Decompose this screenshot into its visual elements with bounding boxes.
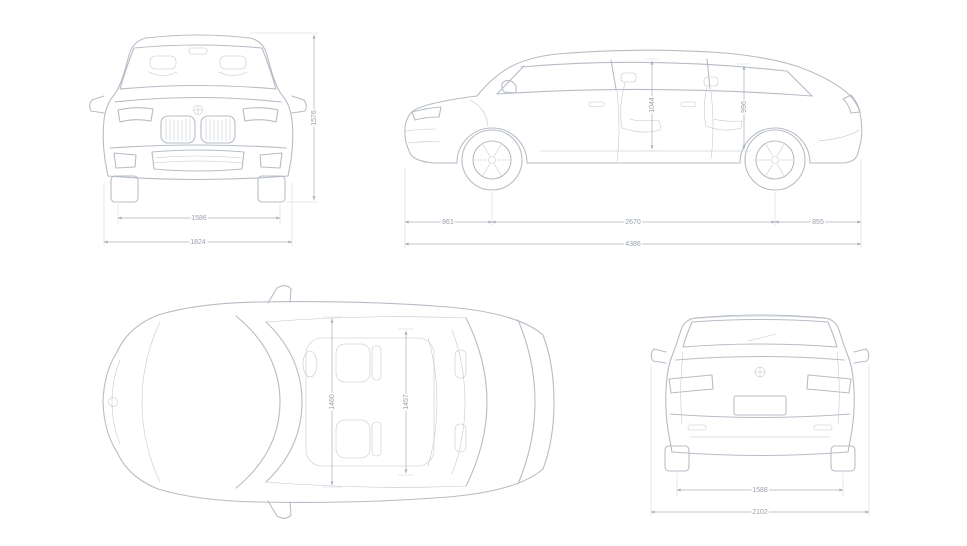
corner-vents <box>113 152 283 169</box>
rear-window-top <box>465 317 488 487</box>
seat-rear <box>703 86 743 131</box>
rear-extension-lines <box>650 364 870 516</box>
side-taillight <box>842 94 861 114</box>
rear-shoulder-line <box>675 355 845 361</box>
front-car-outline <box>102 34 294 181</box>
rear-overhang-dim-label: 855 <box>812 219 824 226</box>
front-windshield <box>119 44 277 90</box>
rear-track-dim-label: 1588 <box>752 487 768 494</box>
license-plate <box>733 395 787 416</box>
intake-slats <box>153 155 243 164</box>
a-pillar <box>496 65 525 95</box>
side-car-outline <box>404 49 863 164</box>
seat-front <box>620 82 661 133</box>
bmw-roundel-cross <box>193 105 203 115</box>
front-seat-top-right <box>335 419 371 459</box>
front-mirrors <box>89 95 307 114</box>
height-dim-label: 1576 <box>311 110 318 126</box>
side-extension-lines <box>404 158 862 248</box>
front-track-dim-label: 1586 <box>191 215 207 222</box>
rear-bumper-crease <box>817 129 860 142</box>
steering-wheel-top <box>302 350 318 378</box>
d-pillar <box>786 70 813 97</box>
side-front-wheel <box>461 129 523 191</box>
rear-wheel-left <box>664 445 690 472</box>
side-headlight <box>411 106 442 121</box>
front-seatback-left <box>371 345 382 381</box>
rearview-mirror <box>188 47 208 55</box>
front-seatback-right <box>371 421 382 457</box>
rear-headroom-dim-label: 996 <box>741 101 748 113</box>
grille-slats <box>165 118 231 142</box>
taillights <box>668 374 852 394</box>
kidney-grille-left <box>160 115 196 144</box>
glass-top-line <box>520 61 787 72</box>
wheelbase-dim-label: 2670 <box>625 219 641 226</box>
reflector-left <box>687 424 707 431</box>
rear-window <box>682 318 838 348</box>
rear-wheel-right <box>830 445 856 472</box>
front-seat-top-left <box>335 343 371 383</box>
rear-bumper-line <box>669 413 851 419</box>
front-seat-lines <box>148 71 248 76</box>
roof-spoiler-line <box>688 315 832 320</box>
roof-side-lines <box>265 316 467 488</box>
length-dim-label: 4386 <box>625 241 641 248</box>
door-handle-rear <box>680 101 697 107</box>
seat-headrest-rear <box>703 76 719 87</box>
windshield-top <box>235 315 281 489</box>
top-view: 1460 1457 <box>102 285 555 519</box>
front-wheel-right <box>257 175 286 203</box>
headroom-ticks <box>645 58 751 152</box>
rear-interior-width-dim-label: 1457 <box>403 394 410 410</box>
rear-car-outline <box>665 314 855 457</box>
front-fascia-curve <box>111 359 121 445</box>
rear-headrest-top-left <box>454 349 467 379</box>
roof-front-edge <box>265 321 303 483</box>
rear-bench-lines <box>427 329 466 475</box>
panoramic-roof <box>305 337 435 467</box>
bmw-roundel-rear-cross <box>754 366 766 378</box>
hatch-side-lines <box>680 351 840 425</box>
top-mirror-lower <box>267 500 292 519</box>
tailgate-edge <box>517 319 536 485</box>
front-width-dim-label: 1824 <box>190 239 206 246</box>
c-pillar <box>706 58 711 90</box>
rear-mirrors <box>650 348 870 364</box>
dashboard-line <box>469 99 489 127</box>
side-mirror <box>501 80 517 94</box>
reflector-right <box>813 424 833 431</box>
front-headrest-right <box>219 55 247 70</box>
front-view: 1586 1824 1576 <box>89 32 320 248</box>
front-overhang-dim-label: 861 <box>442 219 454 226</box>
rear-wiper <box>747 333 777 342</box>
top-mirror-upper <box>267 285 292 304</box>
top-dim-ticks <box>322 316 414 488</box>
door-cut-lines <box>616 90 714 162</box>
front-headrest-left <box>149 55 177 70</box>
headlights <box>117 107 279 123</box>
hood-crease <box>114 96 282 103</box>
beltline <box>496 88 813 97</box>
b-pillar <box>610 59 617 90</box>
front-headroom-dim-label: 1044 <box>649 97 656 113</box>
bmw-roundel-top-icon <box>108 397 118 407</box>
rear-view: 1588 2102 <box>650 314 870 518</box>
front-interior-width-dim-label: 1460 <box>329 394 336 410</box>
hood-crease-top <box>141 321 161 483</box>
seat-headrest-front <box>620 72 637 83</box>
front-wheel-left <box>110 175 139 203</box>
top-car-outline <box>102 301 555 503</box>
door-handle-front <box>588 101 605 107</box>
side-view: 1044 996 861 2670 855 4386 <box>404 49 863 250</box>
front-extension-lines <box>103 32 318 246</box>
lower-intake <box>151 149 245 172</box>
kidney-grille-right <box>200 115 236 144</box>
side-rear-wheel <box>744 129 806 191</box>
front-bumper-lines <box>405 128 441 144</box>
rear-width-dim-label: 2102 <box>752 509 768 516</box>
rear-headrest-top-right <box>454 423 467 453</box>
bumper-line <box>109 144 287 149</box>
